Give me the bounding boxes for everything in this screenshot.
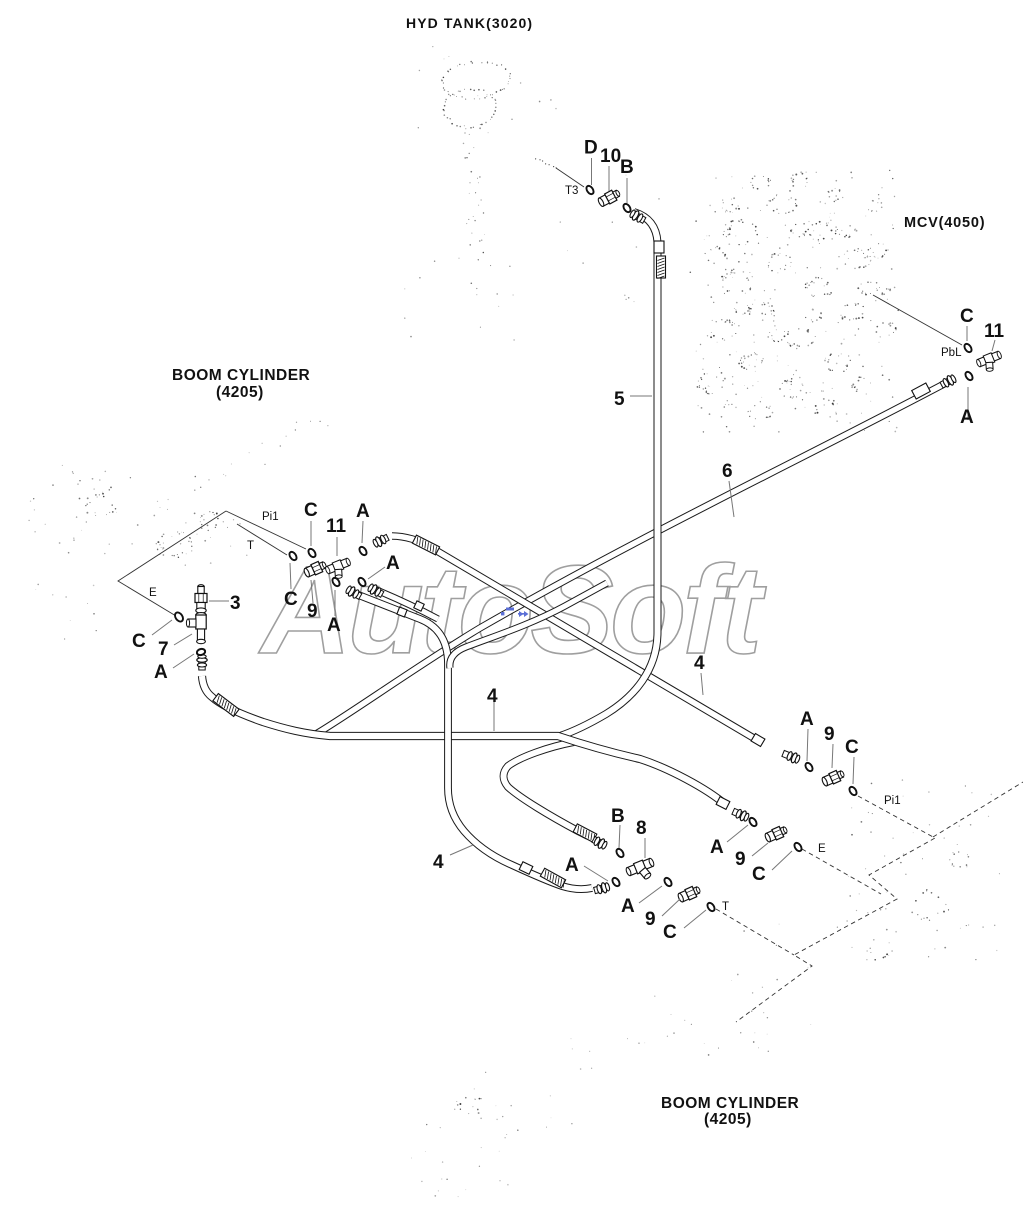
svg-text:4: 4 xyxy=(487,686,498,707)
svg-text:A: A xyxy=(356,501,370,522)
svg-text:PbL: PbL xyxy=(941,347,962,359)
svg-text:5: 5 xyxy=(614,389,625,410)
svg-text:E: E xyxy=(818,843,826,855)
svg-text:E: E xyxy=(149,587,157,599)
svg-text:9: 9 xyxy=(307,601,318,622)
svg-text:A: A xyxy=(800,709,814,730)
svg-text:9: 9 xyxy=(824,724,835,745)
svg-text:3: 3 xyxy=(230,593,241,614)
svg-text:A: A xyxy=(565,855,579,876)
svg-text:A: A xyxy=(960,407,974,428)
svg-text:C: C xyxy=(960,306,974,327)
svg-text:BOOM CYLINDER: BOOM CYLINDER xyxy=(661,1095,799,1112)
svg-text:A: A xyxy=(621,896,635,917)
svg-text:8: 8 xyxy=(636,818,647,839)
svg-text:MCV(4050): MCV(4050) xyxy=(904,215,985,231)
svg-text:C: C xyxy=(845,737,859,758)
svg-text:7: 7 xyxy=(158,639,169,660)
svg-text:D: D xyxy=(584,138,598,159)
svg-text:C: C xyxy=(132,631,146,652)
svg-text:Pi1: Pi1 xyxy=(262,511,279,523)
svg-text:B: B xyxy=(620,157,634,178)
svg-text:4: 4 xyxy=(433,852,444,873)
svg-text:C: C xyxy=(752,864,766,885)
svg-text:A: A xyxy=(327,615,341,636)
svg-text:A: A xyxy=(386,553,400,574)
svg-text:(4205): (4205) xyxy=(216,384,264,401)
svg-text:C: C xyxy=(284,589,298,610)
svg-text:B: B xyxy=(611,806,625,827)
svg-text:T3: T3 xyxy=(565,185,578,197)
svg-text:T: T xyxy=(722,901,729,913)
svg-text:4: 4 xyxy=(694,653,705,674)
svg-text:C: C xyxy=(663,922,677,943)
svg-text:10: 10 xyxy=(600,146,621,167)
svg-text:9: 9 xyxy=(735,849,746,870)
svg-text:A: A xyxy=(710,837,724,858)
svg-text:9: 9 xyxy=(645,909,656,930)
svg-text:Pi1: Pi1 xyxy=(884,795,901,807)
svg-text:BOOM CYLINDER: BOOM CYLINDER xyxy=(172,367,310,384)
svg-text:11: 11 xyxy=(326,516,347,537)
svg-text:6: 6 xyxy=(722,461,733,482)
svg-text:A: A xyxy=(154,662,168,683)
svg-text:(4205): (4205) xyxy=(704,1111,752,1128)
svg-text:11: 11 xyxy=(984,321,1005,342)
svg-text:HYD TANK(3020): HYD TANK(3020) xyxy=(406,15,533,31)
svg-text:C: C xyxy=(304,500,318,521)
svg-text:T: T xyxy=(247,540,254,552)
